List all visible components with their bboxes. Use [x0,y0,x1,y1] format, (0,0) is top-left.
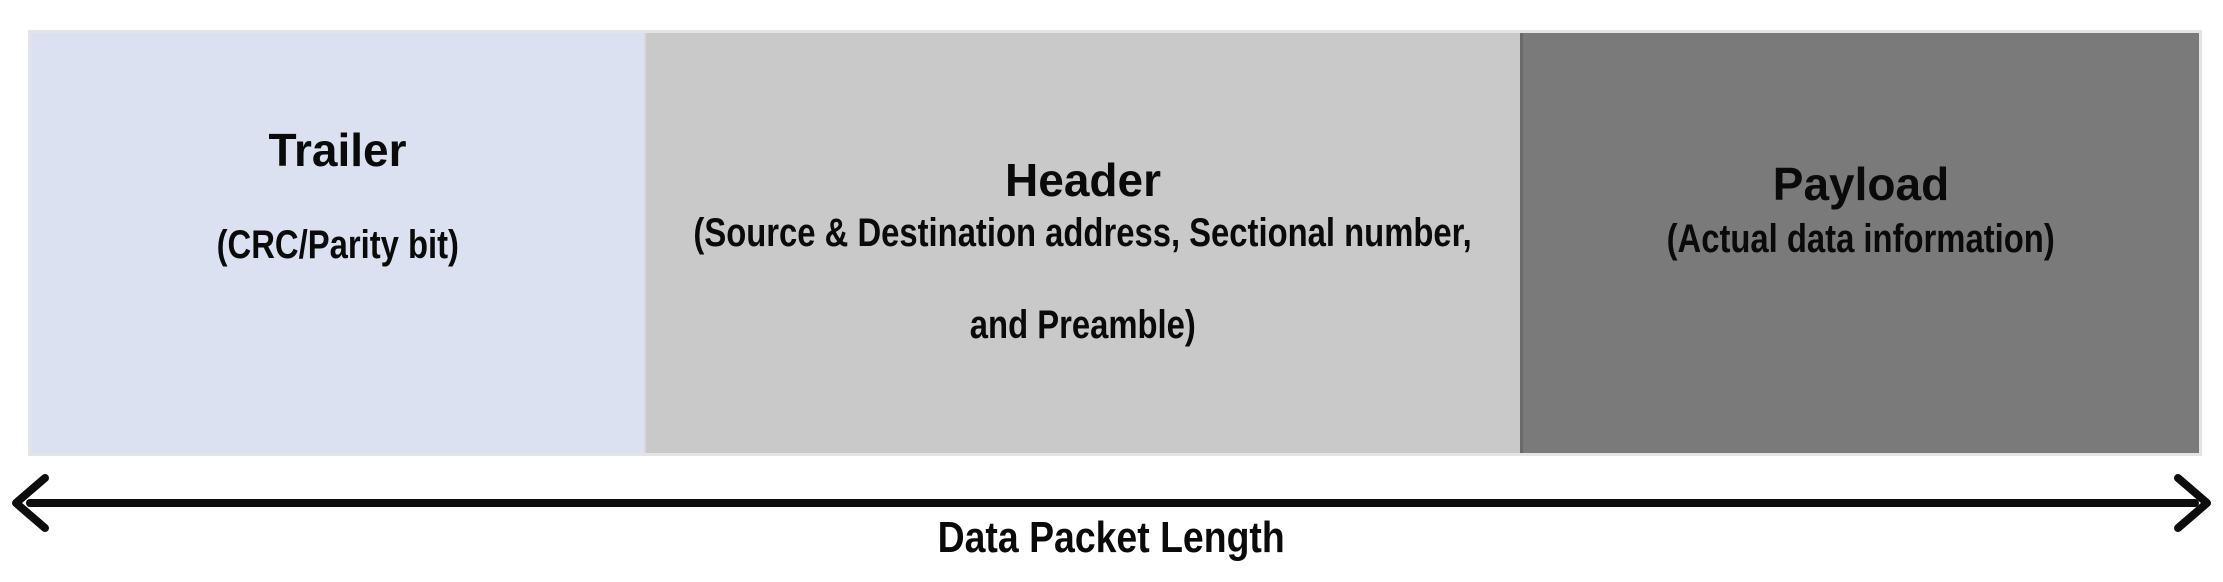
length-arrow-label-text: Data Packet Length [937,513,1286,562]
segment-payload-title: Payload [1772,158,1950,210]
segment-trailer-title: Trailer [268,124,407,176]
length-arrow-label: Data Packet Length [0,506,2223,570]
segment-payload-subtitle: (Actual data information) [1666,217,2056,261]
length-double-arrow-icon [12,474,2211,532]
segment-trailer: Trailer (CRC/Parity bit) [31,33,644,453]
packet-strip: Trailer (CRC/Parity bit) Header (Source … [28,30,2202,456]
segment-header-subtitle-line1: (Source & Destination address, Sectional… [693,211,1473,255]
segment-header-subtitle-line2: and Preamble) [969,303,1197,347]
segment-header-title: Header [1005,154,1161,206]
arrow-left-head-icon [12,474,49,532]
arrow-right-head-icon [2174,474,2211,532]
segment-header: Header (Source & Destination address, Se… [644,33,1520,453]
segment-trailer-subtitle: (CRC/Parity bit) [216,223,459,267]
segment-payload: Payload (Actual data information) [1520,33,2199,453]
